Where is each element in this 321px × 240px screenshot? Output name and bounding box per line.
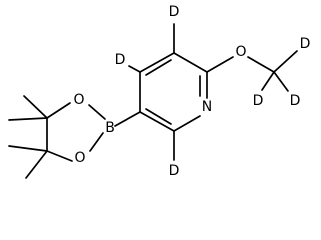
bond-cmethyl-d-bottom <box>261 71 275 91</box>
atom-d-methyl-bottom: D <box>253 93 264 109</box>
atom-n1: N <box>202 99 212 115</box>
atom-o-methoxy: O <box>235 44 246 60</box>
bond-b-o-top <box>88 104 106 120</box>
atom-boron: B <box>105 120 115 136</box>
bond-methyl-top-left <box>8 117 48 121</box>
bond-cmethyl-d-right <box>273 71 289 92</box>
atom-d-ring-lower: D <box>169 163 180 179</box>
bond-c3-c4-inner <box>145 59 172 76</box>
molecule-structure: N O B O O D D D D D D <box>8 4 311 179</box>
atom-d-ring-top: D <box>169 4 180 20</box>
bond-methyl-bottom-down <box>25 150 48 179</box>
bond-o-bottom-c <box>46 150 73 162</box>
bond-c3-c4 <box>139 52 175 73</box>
bond-o-cmethyl <box>247 56 275 73</box>
bond-b-o-bottom <box>89 132 104 152</box>
atom-d-methyl-top: D <box>300 36 311 52</box>
bond-cmethyl-d-top <box>273 50 298 73</box>
bond-c6-n1 <box>173 115 201 132</box>
bond-methyl-bottom-left <box>8 145 48 152</box>
bond-c5-c6-inner <box>145 108 172 125</box>
bond-c5-b <box>114 111 141 127</box>
atom-d-ring-upper-left: D <box>115 52 126 68</box>
bond-c5-c6 <box>139 111 175 132</box>
bond-c2-c3 <box>173 52 208 73</box>
bond-o-top-c <box>46 102 71 119</box>
bond-c4-d <box>128 65 141 73</box>
atom-d-methyl-right: D <box>290 93 301 109</box>
bond-c2-o <box>206 56 234 73</box>
bond-methyl-top-up <box>23 95 48 119</box>
atom-o-ring-bottom: O <box>74 150 85 166</box>
atom-o-ring-top: O <box>73 92 84 108</box>
